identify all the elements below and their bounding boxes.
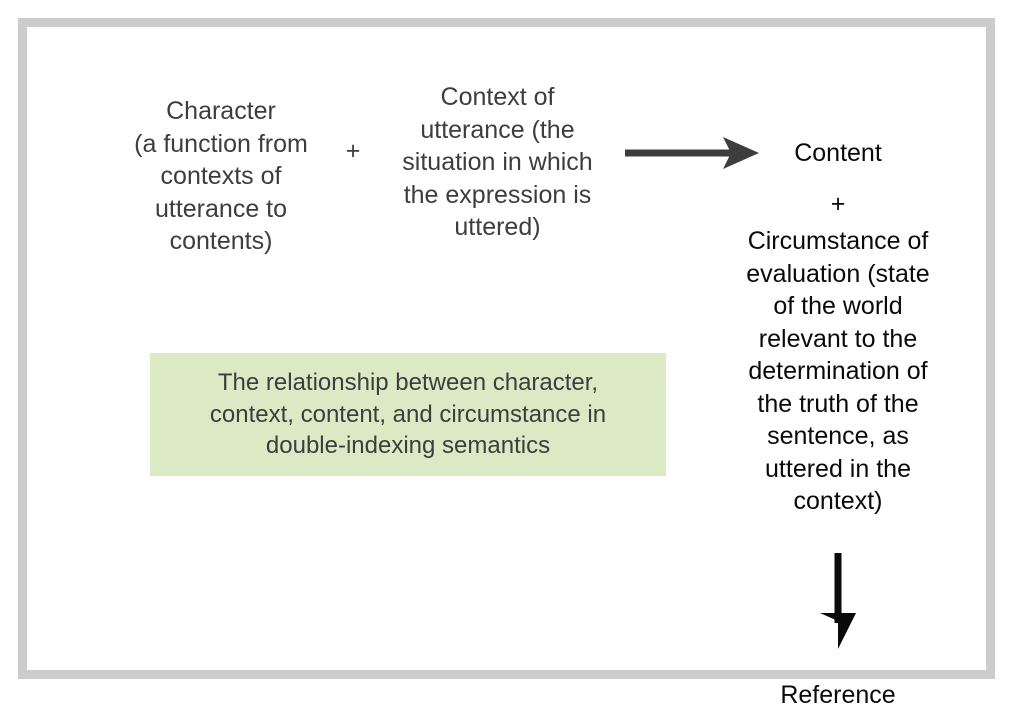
- caption-text: The relationship between character, cont…: [209, 368, 607, 460]
- reference-label: Reference: [780, 681, 896, 709]
- arrow-down-head: [820, 613, 856, 649]
- arrow-right-icon: [625, 137, 759, 169]
- diagram-frame: Character (a function from contexts of u…: [18, 18, 995, 709]
- character-text-block: Character (a function from contexts of u…: [134, 97, 308, 255]
- arrow-down-icon: [820, 553, 856, 649]
- caption-box: The relationship between character, cont…: [150, 353, 666, 476]
- circumstance-of-evaluation-text-block: Circumstance of evaluation (state of the…: [746, 227, 930, 515]
- plus-sign-character-context: +: [345, 137, 361, 165]
- arrow-right-head: [723, 137, 759, 169]
- content-label: Content: [794, 139, 882, 167]
- context-of-utterance-text-block: Context of utterance (the situation in w…: [402, 83, 593, 241]
- plus-sign-content-circumstance: +: [830, 190, 846, 218]
